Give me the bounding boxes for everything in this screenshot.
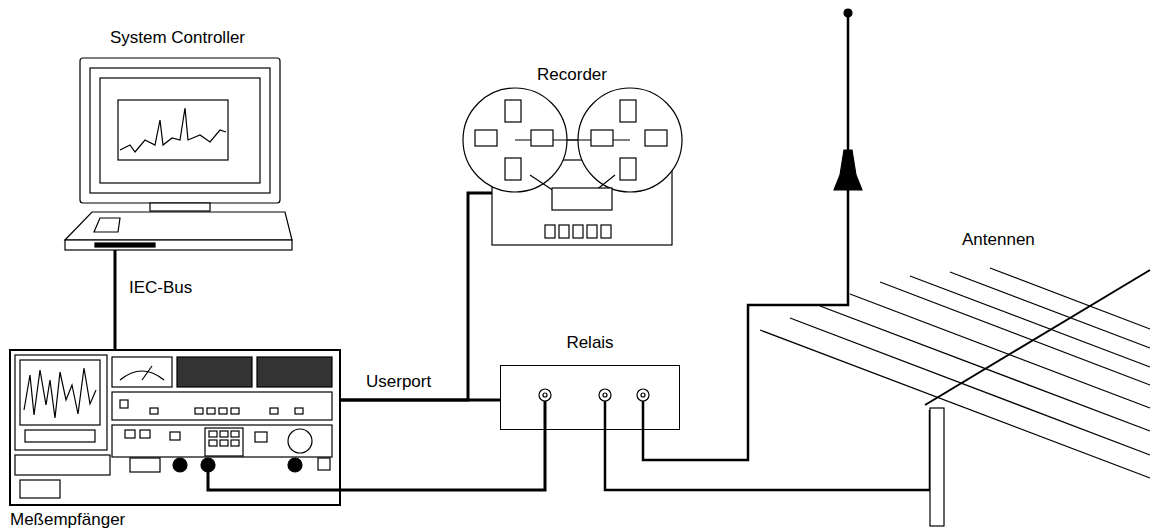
relay-box <box>500 365 680 430</box>
node-label: Meßempfänger <box>10 510 125 530</box>
node-label: Relais <box>566 333 613 353</box>
diagram-node: Relais <box>495 333 685 430</box>
monitor <box>80 58 280 203</box>
cable <box>114 250 117 350</box>
cable <box>208 401 545 490</box>
receiver-housing <box>10 350 340 505</box>
diagram-node: Meßempfänger <box>8 350 348 530</box>
antenna-cable <box>605 401 930 490</box>
node-label: System Controller <box>110 28 245 48</box>
whip-antenna <box>847 14 850 150</box>
keyboard <box>65 212 292 240</box>
diagram-node: System Controller <box>70 28 285 250</box>
antenna-boom <box>925 270 1150 405</box>
free-label: Antennen <box>960 230 1037 250</box>
cable <box>340 193 492 400</box>
node-label: Recorder <box>537 65 607 85</box>
antenna-cable <box>643 190 848 460</box>
diagram-node: Recorder <box>452 65 692 250</box>
edge-label: IEC-Bus <box>127 278 194 298</box>
edge-label: Userport <box>364 372 433 392</box>
